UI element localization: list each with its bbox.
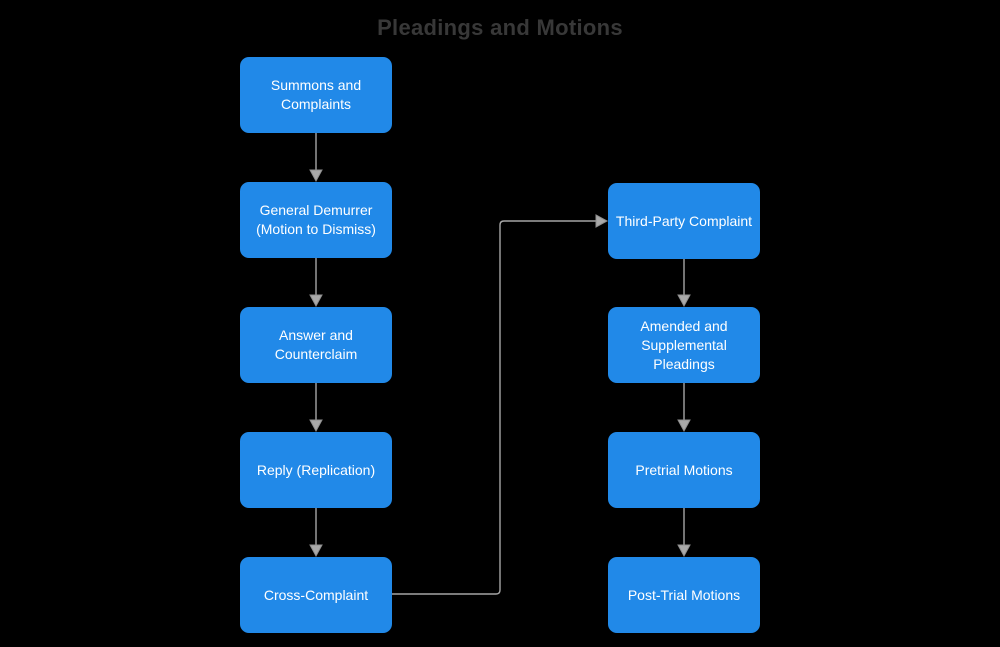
- edge-thirdparty-amended: [677, 259, 691, 308]
- node-post-trial-motions[interactable]: Post-Trial Motions: [608, 557, 760, 633]
- node-third-party-complaint[interactable]: Third-Party Complaint: [608, 183, 760, 259]
- diagram-title: Pleadings and Motions: [377, 15, 623, 40]
- node-general-demurrer[interactable]: General Demurrer (Motion to Dismiss): [240, 182, 392, 258]
- node-label: General Demurrer (Motion to Dismiss): [256, 202, 376, 237]
- node-reply-replication[interactable]: Reply (Replication): [240, 432, 392, 508]
- node-answer-and-counterclaim[interactable]: Answer and Counterclaim: [240, 307, 392, 383]
- node-label: Summons and Complaints: [270, 77, 362, 112]
- node-label: Pretrial Motions: [635, 461, 733, 478]
- edge-demurrer-answer: [309, 258, 323, 308]
- node-amended-supplemental-pleadings[interactable]: Amended and Supplemental Pleadings: [608, 307, 760, 383]
- node-label: Reply (Replication): [256, 461, 376, 478]
- node-cross-complaint[interactable]: Cross-Complaint: [240, 557, 392, 633]
- edge-amended-pretrial: [677, 383, 691, 433]
- edge-reply-cross: [309, 508, 323, 558]
- node-label: Cross-Complaint: [263, 586, 369, 603]
- node-label: Post-Trial Motions: [627, 586, 741, 603]
- edge-pretrial-posttrial: [677, 508, 691, 558]
- node-label: Answer and Counterclaim: [274, 327, 358, 362]
- edge-answer-reply: [309, 383, 323, 433]
- edge-summons-demurrer: [309, 133, 323, 183]
- node-label: Third-Party Complaint: [615, 212, 753, 229]
- node-summons-and-complaints[interactable]: Summons and Complaints: [240, 57, 392, 133]
- node-pretrial-motions[interactable]: Pretrial Motions: [608, 432, 760, 508]
- edge-cross-thirdparty: [392, 214, 609, 595]
- node-label: Amended and Supplemental Pleadings: [640, 317, 728, 372]
